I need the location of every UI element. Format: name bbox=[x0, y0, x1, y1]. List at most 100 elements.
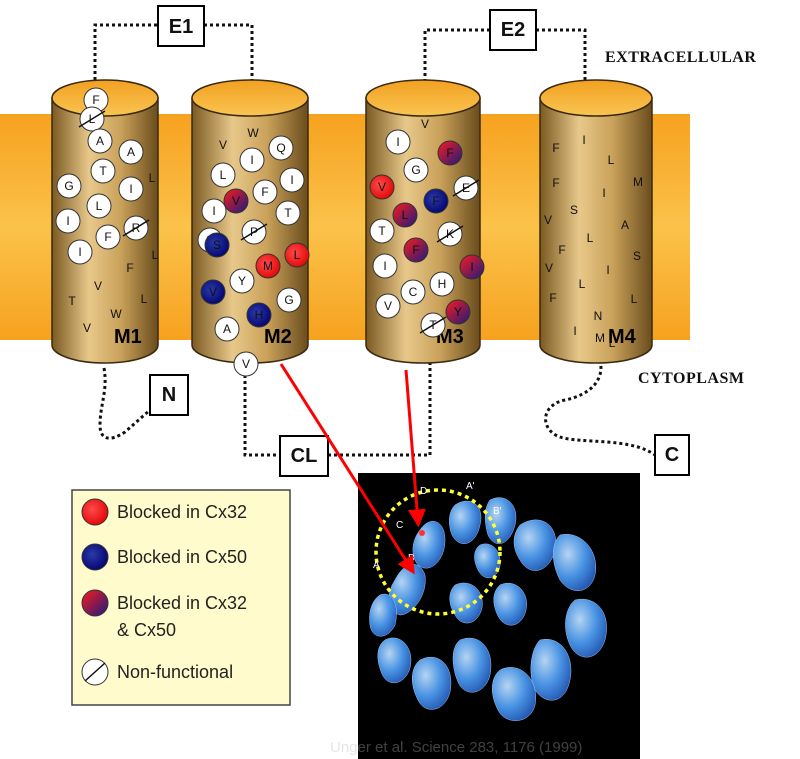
cytoplasm-label: CYTOPLASM bbox=[638, 370, 744, 387]
helix-M1: M1FLAATLGILIFRILFVTLWV bbox=[51, 79, 159, 364]
residue-letter: F bbox=[412, 243, 419, 257]
residue-circle bbox=[385, 129, 411, 155]
residue: E bbox=[452, 175, 480, 201]
tail-N bbox=[98, 367, 151, 440]
residue: F bbox=[423, 188, 449, 214]
residue-letter: T bbox=[284, 206, 292, 220]
residue: V bbox=[369, 174, 395, 200]
residue: H bbox=[246, 302, 272, 328]
residue: F bbox=[558, 243, 565, 257]
residue-circle bbox=[204, 232, 230, 258]
residue-letter: V bbox=[242, 357, 250, 371]
residue-letter: I bbox=[470, 260, 473, 274]
residue: F bbox=[95, 224, 121, 250]
residue-circle bbox=[423, 188, 449, 214]
residue: G bbox=[56, 173, 82, 199]
helix-label: M4 bbox=[608, 326, 637, 348]
residue: L bbox=[609, 336, 616, 350]
residue: L bbox=[210, 162, 236, 188]
residue-letter: F bbox=[432, 194, 439, 208]
residue: F bbox=[252, 179, 278, 205]
legend-swatch bbox=[81, 589, 109, 617]
residue-letter: I bbox=[290, 173, 293, 187]
loop-E2 bbox=[423, 28, 587, 125]
residue-circle bbox=[56, 173, 82, 199]
residue-circle bbox=[200, 279, 226, 305]
density-blob bbox=[530, 638, 572, 701]
residue-letter: N bbox=[594, 309, 603, 323]
residue: I bbox=[602, 186, 605, 200]
residue-circle bbox=[392, 202, 418, 228]
residue-circle bbox=[95, 224, 121, 250]
residue-circle bbox=[118, 176, 144, 202]
residue-circle bbox=[86, 193, 112, 219]
residue-letter: L bbox=[609, 336, 616, 350]
density-blob bbox=[492, 667, 537, 721]
svg-text:E1: E1 bbox=[169, 16, 193, 38]
legend-slash bbox=[84, 662, 106, 682]
residue: V bbox=[421, 117, 429, 131]
nonfunctional-slash bbox=[78, 110, 106, 128]
residue-circle bbox=[229, 268, 255, 294]
residue-letter: S bbox=[213, 238, 221, 252]
helix-top bbox=[365, 79, 481, 117]
residue: I bbox=[201, 198, 227, 224]
residue: F bbox=[552, 141, 559, 155]
residue: I bbox=[55, 208, 81, 234]
subunit-label: A bbox=[373, 560, 380, 571]
density-blob bbox=[553, 533, 597, 591]
helix-M3: M3VIFGVEFLTKFIIHCVYT bbox=[365, 79, 485, 364]
residue-letter: W bbox=[247, 126, 259, 140]
residue-letter: F bbox=[558, 243, 565, 257]
residue-letter: I bbox=[396, 135, 399, 149]
residue-letter: I bbox=[212, 204, 215, 218]
residue-letter: M bbox=[263, 259, 273, 273]
residue-letter: V bbox=[83, 321, 91, 335]
residue-letter: L bbox=[608, 153, 615, 167]
residue-circle bbox=[67, 239, 93, 265]
residue-letter: L bbox=[294, 248, 301, 262]
residue: V bbox=[233, 351, 259, 377]
box-N: N bbox=[149, 374, 189, 416]
residue-letter: G bbox=[411, 163, 420, 177]
legend-swatch bbox=[81, 498, 109, 526]
residue: M bbox=[633, 175, 643, 189]
residue-letter: V bbox=[94, 279, 102, 293]
residue-letter: L bbox=[220, 168, 227, 182]
residue: V bbox=[83, 321, 91, 335]
residue-letter: V bbox=[209, 285, 217, 299]
residue-letter: T bbox=[99, 164, 107, 178]
residue: K bbox=[436, 221, 464, 247]
residue-circle bbox=[223, 188, 249, 214]
residue-letter: Q bbox=[276, 141, 285, 155]
residue: S bbox=[204, 232, 230, 258]
residue-circle bbox=[429, 271, 455, 297]
residue-letter: G bbox=[284, 293, 293, 307]
residue-letter: I bbox=[602, 186, 605, 200]
box-E1: E1 bbox=[157, 5, 205, 47]
residue-circle bbox=[268, 135, 294, 161]
residue: V bbox=[544, 213, 552, 227]
density-blob bbox=[412, 656, 452, 710]
residue-letter: I bbox=[129, 182, 132, 196]
residue: L bbox=[392, 202, 418, 228]
residue-letter: G bbox=[64, 179, 73, 193]
residue-letter: I bbox=[573, 324, 576, 338]
residue-letter: V bbox=[421, 117, 429, 131]
residue: I bbox=[67, 239, 93, 265]
residue-circle bbox=[255, 253, 281, 279]
residue: I bbox=[606, 263, 609, 277]
residue: C bbox=[400, 279, 426, 305]
residue-letter: A bbox=[127, 145, 135, 159]
density-blob bbox=[565, 598, 607, 658]
residue: V bbox=[200, 279, 226, 305]
residue-circle bbox=[118, 139, 144, 165]
residue-letter: W bbox=[110, 307, 122, 321]
residue: V bbox=[219, 138, 227, 152]
nonfunctional-slash bbox=[122, 219, 150, 237]
residue-letter: T bbox=[378, 224, 386, 238]
citation: Unger et al. Science 283, 1176 (1999) bbox=[330, 739, 582, 756]
density-blob bbox=[513, 519, 557, 571]
nonfunctional-slash bbox=[419, 316, 447, 334]
residue: T bbox=[90, 158, 116, 184]
